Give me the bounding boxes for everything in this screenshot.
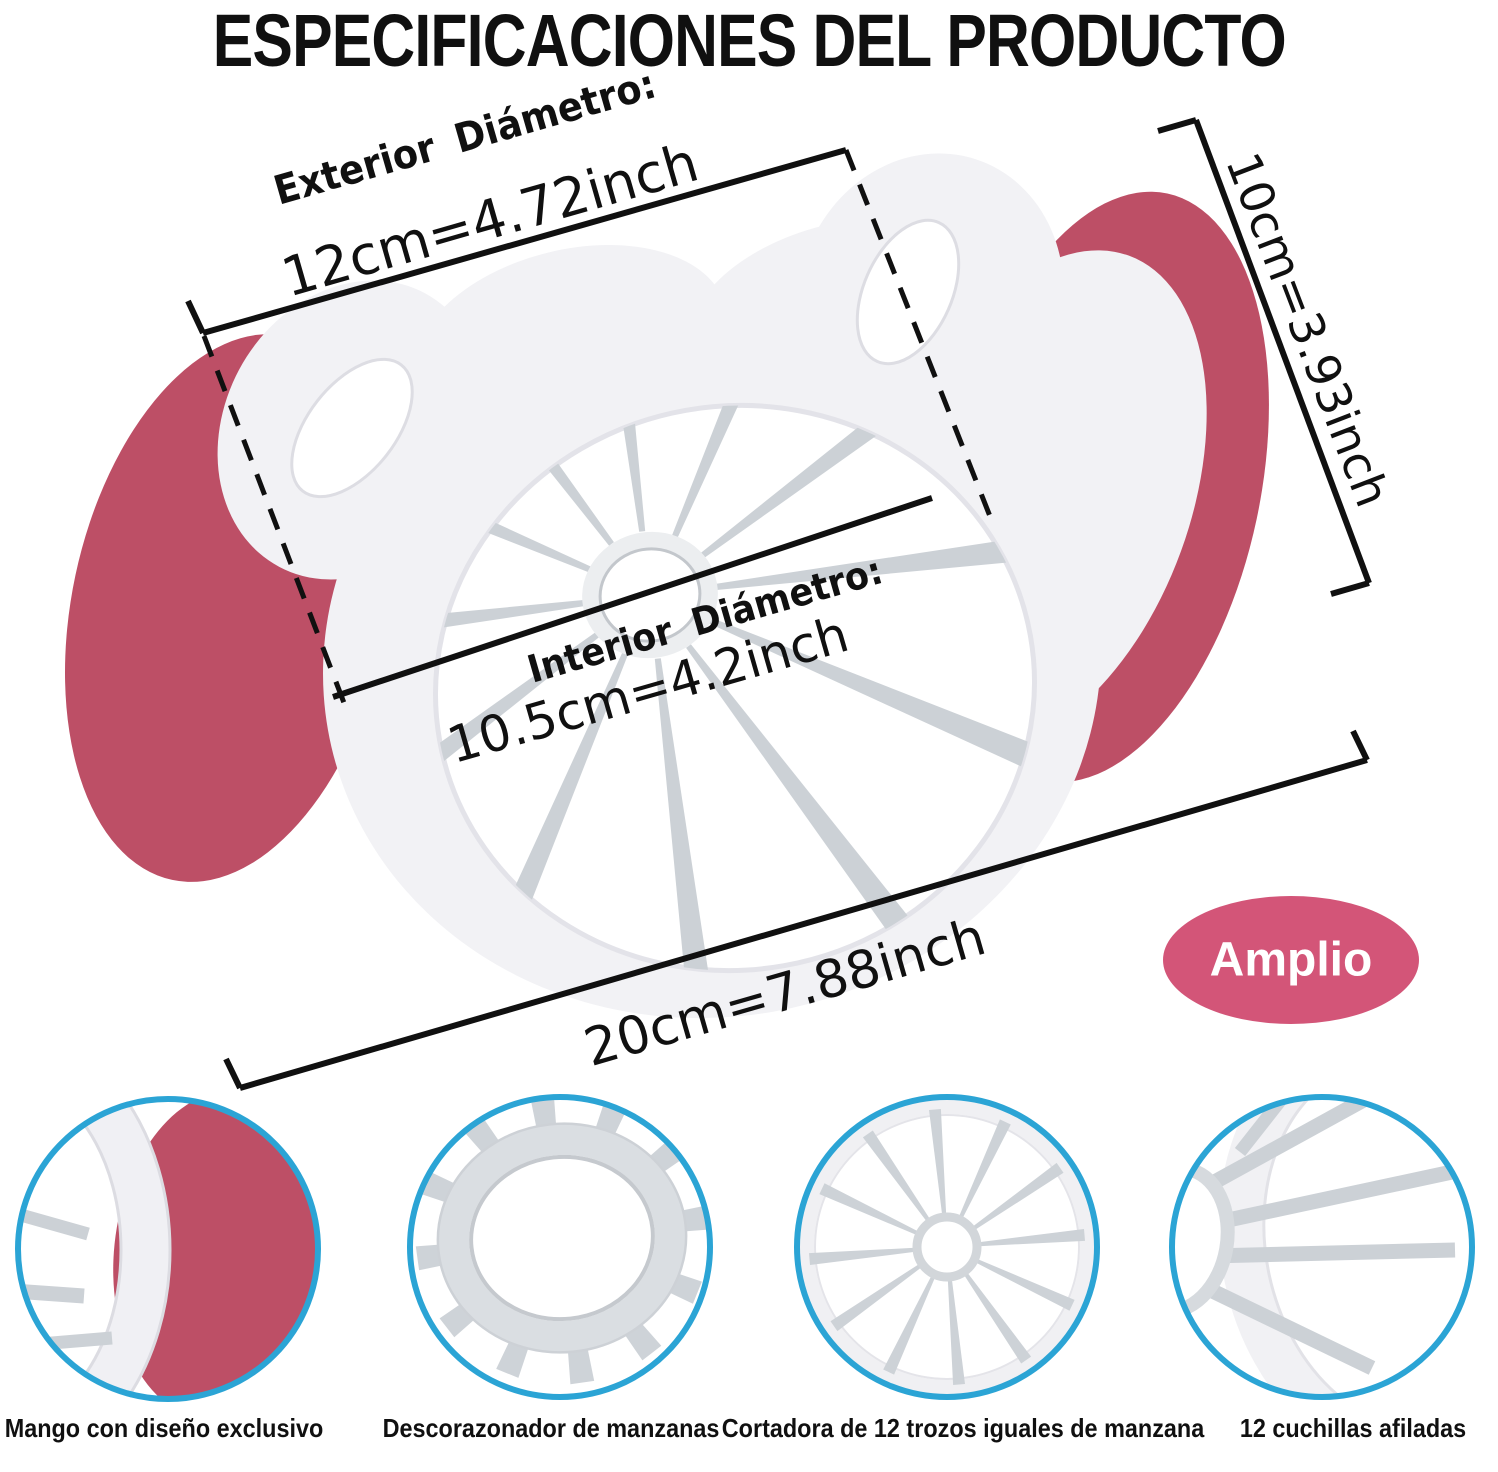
- caption-blades: 12 cuchillas afiladas: [1239, 1413, 1467, 1443]
- page-title: ESPECIFICACIONES DEL PRODUCTO: [0, 0, 1498, 82]
- dimension-lines: [185, 117, 1372, 1091]
- page-title-text: ESPECIFICACIONES DEL PRODUCTO: [212, 0, 1286, 82]
- amplio-badge-label: Amplio: [1209, 933, 1373, 987]
- right-grip-hole: [855, 218, 961, 366]
- amplio-badge: [1163, 896, 1419, 1024]
- caption-slicer: Cortadora de 12 trozos iguales de manzan…: [721, 1413, 1205, 1443]
- caption-corer: Descorazonador de manzanas: [382, 1413, 720, 1443]
- dim-exterior-extension-right: [843, 149, 996, 525]
- blade: [672, 358, 885, 538]
- blade: [819, 1183, 919, 1236]
- blade: [929, 1109, 947, 1216]
- dim-height-line: [1193, 118, 1372, 585]
- feature-ring-blades: [1169, 1094, 1475, 1400]
- blade: [390, 599, 587, 681]
- apple-slicer-photo: [64, 153, 1269, 1019]
- blade: [809, 1247, 916, 1265]
- feature-art-slicer: [798, 1098, 1096, 1396]
- feature-art-handle: [19, 1100, 317, 1398]
- dim-width-line: [239, 757, 1368, 1091]
- dim-exterior-tick: [185, 299, 206, 335]
- blade: [978, 1229, 1085, 1247]
- dim-width-tick-left: [223, 1057, 243, 1090]
- caption-handle: Mango con diseño exclusivo: [4, 1413, 324, 1443]
- dim-interior-line: [332, 495, 933, 700]
- feature-ring-slicer: [794, 1094, 1100, 1400]
- blade: [963, 1272, 1032, 1364]
- left-grip-hole: [290, 357, 414, 499]
- blade: [975, 1258, 1075, 1311]
- dim-width-tick-right: [1350, 729, 1370, 762]
- feature-circles: [15, 1094, 1475, 1402]
- blade: [496, 1340, 529, 1378]
- blade: [958, 1119, 1011, 1219]
- dim-exterior-extension-left: [201, 335, 352, 717]
- feature-ring-corer: [407, 1094, 713, 1400]
- dim-height-tick-bottom: [1330, 580, 1370, 597]
- blade: [883, 1275, 936, 1375]
- blade: [862, 1130, 931, 1222]
- blade: [654, 658, 736, 1018]
- blade: [713, 509, 1080, 591]
- blade: [947, 1278, 965, 1385]
- feature-ring-handle: [15, 1096, 321, 1402]
- feature-art-corer: [411, 1098, 709, 1396]
- blade: [830, 1263, 922, 1332]
- blade: [972, 1162, 1064, 1231]
- dim-exterior-line: [202, 147, 847, 336]
- cutting-opening: [433, 402, 1037, 974]
- blade: [568, 1349, 595, 1385]
- dim-height-tick-top: [1157, 117, 1197, 134]
- core-ring-hole: [598, 547, 702, 643]
